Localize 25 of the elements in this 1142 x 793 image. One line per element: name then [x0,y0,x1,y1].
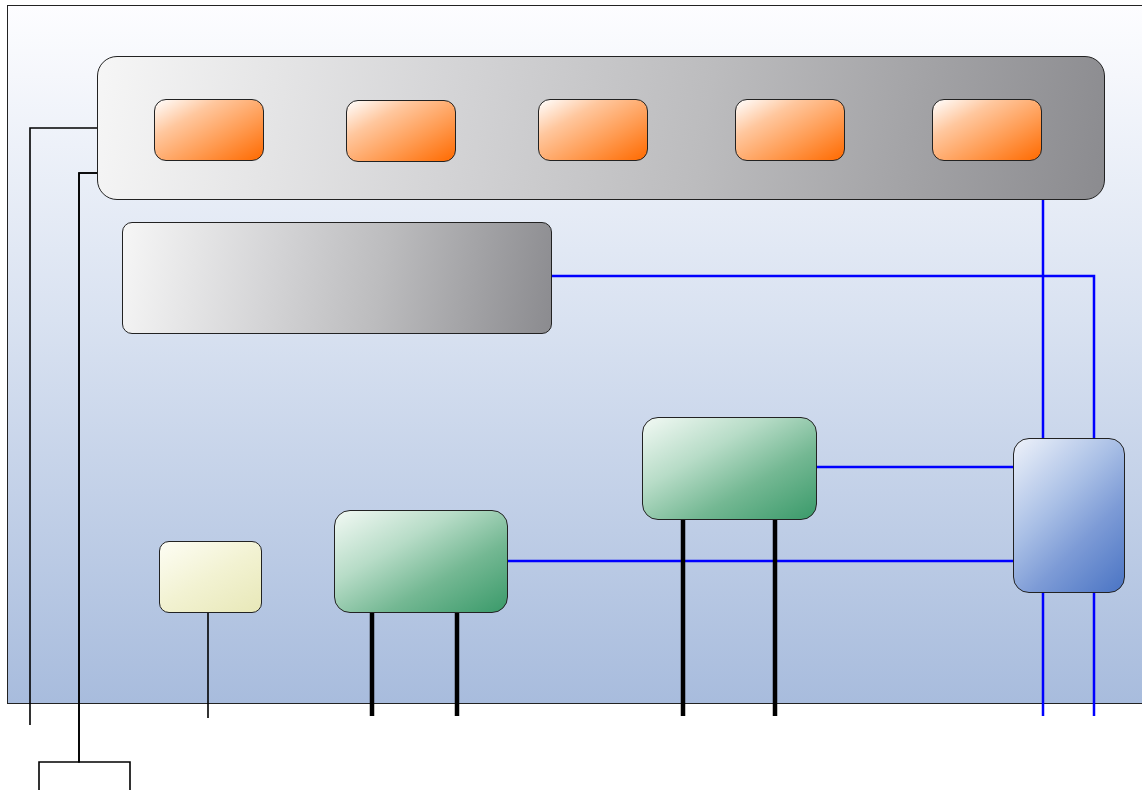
connector-line [1041,200,1045,438]
connector-line [78,172,131,791]
component-bar [122,222,552,334]
module-box [932,99,1042,161]
block-box [642,417,817,520]
module-box [346,100,456,162]
block-box [1013,438,1125,593]
connector-line [680,520,686,716]
connector-line [552,274,1096,438]
module-box [154,99,264,161]
connector-line [369,613,375,716]
block-box [334,510,508,613]
connector-line [29,127,98,726]
component-bar [97,56,1105,200]
connector-line [207,612,209,719]
connector-line [508,559,1013,563]
block-box [159,541,262,613]
connector-line [1092,593,1096,716]
connector-line [1041,593,1045,716]
module-box [538,99,648,161]
connector-line [454,613,460,716]
connector-line [817,465,1013,469]
module-box [735,99,845,161]
connector-line [772,520,778,716]
panel [7,5,1142,704]
